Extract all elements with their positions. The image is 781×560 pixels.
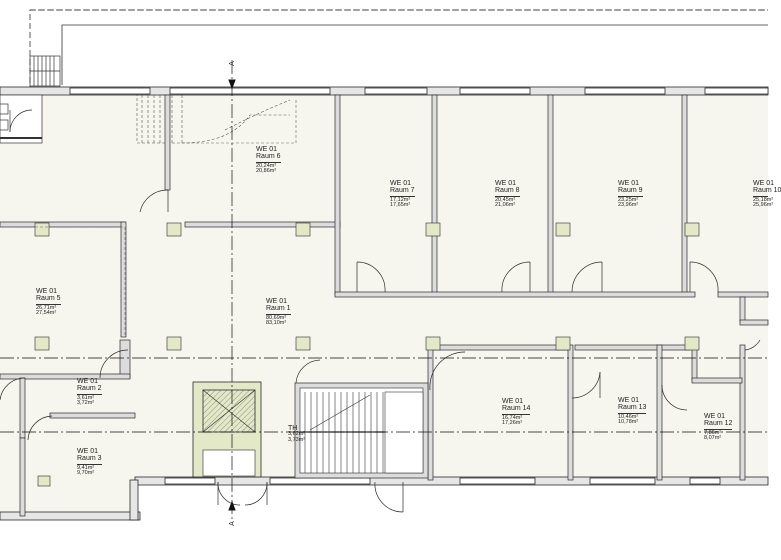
column [555,336,571,351]
door-swing-raum10 [689,261,719,293]
door-swing-raum13 [571,371,601,399]
doors [0,189,761,513]
door-swing-raum1-stair [295,359,321,384]
wall-top-window [69,87,151,95]
wall-right-stub [739,296,746,323]
wall-raum6-left [164,94,171,191]
door-swing-raum2 [0,377,26,401]
wall-bottom-window [689,477,721,485]
wall-raum14-left [427,344,434,481]
stair-landing [384,391,424,474]
wall-corridor-top-right [717,291,769,298]
door-swing-raum8 [501,261,531,293]
elevator-pit [202,449,256,477]
section-mark-bottom: A [228,521,236,526]
wall-raum5-top [0,221,126,228]
axis-lines [0,60,768,520]
corner-stair-post [0,103,9,115]
stair-treads [300,391,424,474]
wall-corridor-bottom [429,344,571,351]
wall-raum7-8 [431,94,438,296]
section-arrows [228,79,236,511]
upper-stair-outline [136,94,183,144]
column [684,222,700,237]
column [684,336,700,351]
wall-bottom-window [269,477,371,485]
upper-stair-curve [181,114,290,144]
door-swing-right [744,339,761,351]
section-arrow-top [228,79,236,90]
wall-raum2-top [0,373,131,380]
wall-raum3-left [19,437,26,517]
column [425,336,441,351]
elevator-x [202,389,256,433]
exterior-stair [29,55,61,87]
door-swing-raum3 [27,415,53,441]
door-swing-raum5 [99,349,129,379]
wall-raum5-right [120,221,127,338]
wall-lower-left-bottom [0,511,141,521]
column [34,222,50,237]
wall-top-window [584,87,666,95]
wall-top-window [364,87,428,95]
overhead-line [0,226,126,337]
wall-corridor-top [334,291,696,298]
corner-stair [0,94,43,144]
door-swing-raum12 [661,384,688,411]
wall-top-window [169,87,331,95]
section-mark-top: A [228,61,236,66]
stair-core [294,382,429,479]
column [295,222,311,237]
roof-line-inner [61,24,768,85]
wall-raum2-left [19,377,26,439]
door-swing-entrance-left [217,481,241,506]
column [166,336,182,351]
wall-bottom-window [164,477,216,485]
wall-raum6-right [334,94,341,296]
wall-corridor-bottom-right [574,344,691,351]
elevator [192,381,262,478]
wall-bottom-window [459,477,536,485]
corner-stair-box [0,94,43,144]
column [555,222,571,237]
door-swing-raum9 [571,261,603,293]
column [34,336,50,351]
section-arrow-bottom [228,500,236,511]
door-swing-raum6 [139,189,169,213]
overhead-line [182,100,297,144]
dashed-overhead [0,100,297,337]
wall-raum6-bottom [184,221,341,228]
door-swing-entrance-right [244,481,268,506]
roof-outline [29,9,768,92]
door-swing-raum7 [356,261,386,293]
wall-right-stub-top [739,319,769,326]
door-swing-stair-exit [374,481,404,513]
roof-line-outer [29,9,768,92]
wall-raum2-3 [49,412,136,419]
column [37,475,51,487]
wall-raum9-10 [681,94,688,296]
corner-stair-post [0,119,9,131]
wall-raum8-9 [547,94,554,296]
exterior-walls [0,86,769,521]
door-swing-raum14 [429,351,466,391]
wall-raum5-bottom [119,339,131,379]
wall-raum12-right [739,344,746,481]
upper-stair-curve [224,99,291,131]
wall-top-window [459,87,531,95]
columns [34,222,700,487]
stair-direction-arrow [309,394,371,431]
wall-raum13-12 [656,344,663,481]
column [425,222,441,237]
wall-lower-left-right [129,479,139,521]
column [166,222,182,237]
column [295,336,311,351]
wall-bottom [134,476,769,486]
wall-bottom-window [589,477,656,485]
wall-right-notch-bottom [691,377,743,384]
wall-top-window [704,87,769,95]
wall-raum14-13 [567,344,574,481]
